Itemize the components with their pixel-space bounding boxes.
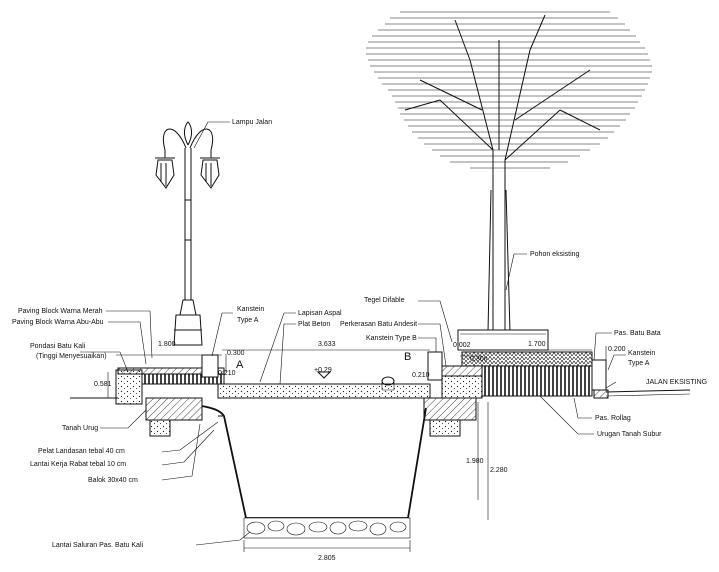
right-kanstein-b xyxy=(427,351,443,381)
street-lamp xyxy=(155,121,220,346)
dim-0300-mid: 0.300 xyxy=(470,356,488,363)
label-pondasi: Pondasi Batu Kali xyxy=(30,343,86,350)
tree-branches xyxy=(404,14,601,330)
annotation-labels: Lampu Jalan Paving Block Warna Merah Pav… xyxy=(12,119,707,549)
dim-3633: 3.633 xyxy=(318,341,336,348)
label-lapisan-aspal: Lapisan Aspal xyxy=(298,310,342,317)
dim-0200: 0.200 xyxy=(608,346,626,353)
tree-trunk xyxy=(487,189,511,333)
planter-soil xyxy=(481,365,593,397)
label-plat-beton: Plat Beton xyxy=(298,321,330,328)
right-kanstein-a xyxy=(591,359,607,391)
label-paving-abu: Paving Block Warna Abu-Abu xyxy=(12,319,104,326)
label-pas-batu-bata: Pas. Batu Bata xyxy=(614,330,661,337)
label-kanstein-a-left-type: Type A xyxy=(237,317,259,324)
dim-0210-left: 0.210 xyxy=(218,370,236,377)
leader-lines xyxy=(80,121,626,546)
section-body xyxy=(70,329,691,539)
label-perkerasan: Perkerasan Batu Andesit xyxy=(340,321,417,328)
label-pondasi-note: (Tinggi Menyesuaikan) xyxy=(36,353,107,360)
dimension-lines xyxy=(107,346,607,552)
existing-road xyxy=(605,389,691,393)
label-kanstein-a-left: Kanstein xyxy=(237,306,264,313)
label-lantai-kerja: Lantai Kerja Rabat tebal 10 cm xyxy=(30,461,126,468)
marker-b: B xyxy=(404,351,411,363)
label-kanstein-b: Kanstein Type B xyxy=(366,335,417,342)
left-foundation xyxy=(115,369,143,405)
dim-0581: 0.581 xyxy=(94,381,112,388)
dim-1800: 1.800 xyxy=(158,341,176,348)
label-tanah-urug: Tanah Urug xyxy=(62,425,98,432)
label-tegel-difable: Tegel Difable xyxy=(364,297,405,304)
left-beam xyxy=(145,397,203,421)
dim-029: +0.29 xyxy=(314,367,332,374)
dim-0002: 0.002 xyxy=(453,342,471,349)
right-beam xyxy=(423,397,477,421)
dim-0210-mid: 0.210 xyxy=(412,372,430,379)
dim-2805: 2.805 xyxy=(318,555,336,562)
label-balok: Balok 30x40 cm xyxy=(88,477,138,484)
lamp-pole xyxy=(173,148,203,346)
label-pohon: Pohon eksisting xyxy=(530,251,580,258)
drainage-channel xyxy=(201,405,427,519)
label-paving-merah: Paving Block Warna Merah xyxy=(18,308,103,315)
plat-beton xyxy=(217,383,431,399)
andesite-paving xyxy=(441,365,483,377)
label-lampu-jalan: Lampu Jalan xyxy=(232,119,272,126)
label-kanstein-a-right-type: Type A xyxy=(628,360,650,367)
dim-1700: 1.700 xyxy=(528,341,546,348)
tree-existing xyxy=(366,11,652,333)
label-lantai-saluran: Lantai Saluran Pas. Batu Kali xyxy=(52,542,144,549)
left-kanstein xyxy=(201,354,219,378)
label-jalan-eksisting: JALAN EKSISTING xyxy=(646,379,707,386)
dim-0300-left: 0.300 xyxy=(227,350,245,357)
label-pas-rollag: Pas. Rollag xyxy=(595,415,631,422)
channel-floor-stones xyxy=(243,517,411,539)
marker-a: A xyxy=(236,359,244,371)
dimension-labels: 1.800 3.633 1.700 0.300 0.210 0.581 +0.2… xyxy=(94,341,626,562)
label-urugan: Urugan Tanah Subur xyxy=(597,431,662,438)
dim-1980: 1.980 xyxy=(466,458,484,465)
label-kanstein-a-right: Kanstein xyxy=(628,350,655,357)
lamp-head xyxy=(155,121,220,189)
dim-2280: 2.280 xyxy=(490,467,508,474)
label-pelat-landasan: Pelat Landasan tebal 40 cm xyxy=(38,448,125,455)
